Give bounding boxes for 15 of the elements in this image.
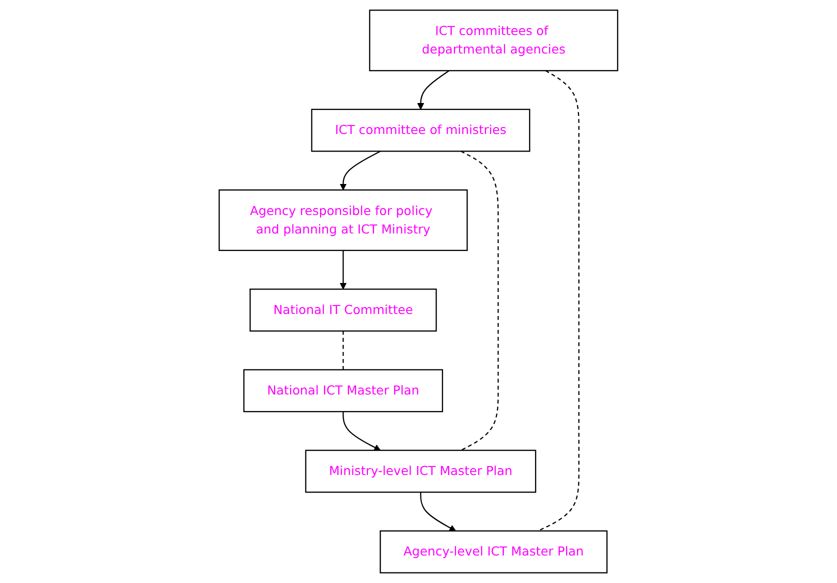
node-box: ICT committees of departmental agencies (369, 10, 618, 72)
connector (460, 150, 499, 451)
arrow (417, 70, 450, 110)
node-box: Ministry-level ICT Master Plan (305, 450, 536, 493)
arrow (420, 492, 456, 532)
node-box: National ICT Master Plan (243, 369, 444, 412)
arrow (340, 250, 347, 290)
node-box: ICT committee of ministries (311, 108, 530, 152)
arrow (340, 150, 381, 190)
node-box: Agency-level ICT Master Plan (380, 530, 608, 574)
arrow (342, 412, 381, 451)
node-box: Agency responsible for policy and planning at ICT Ministry (218, 189, 468, 251)
connector (538, 70, 580, 532)
connector (342, 331, 344, 370)
node-box: National IT Committee (250, 288, 437, 332)
